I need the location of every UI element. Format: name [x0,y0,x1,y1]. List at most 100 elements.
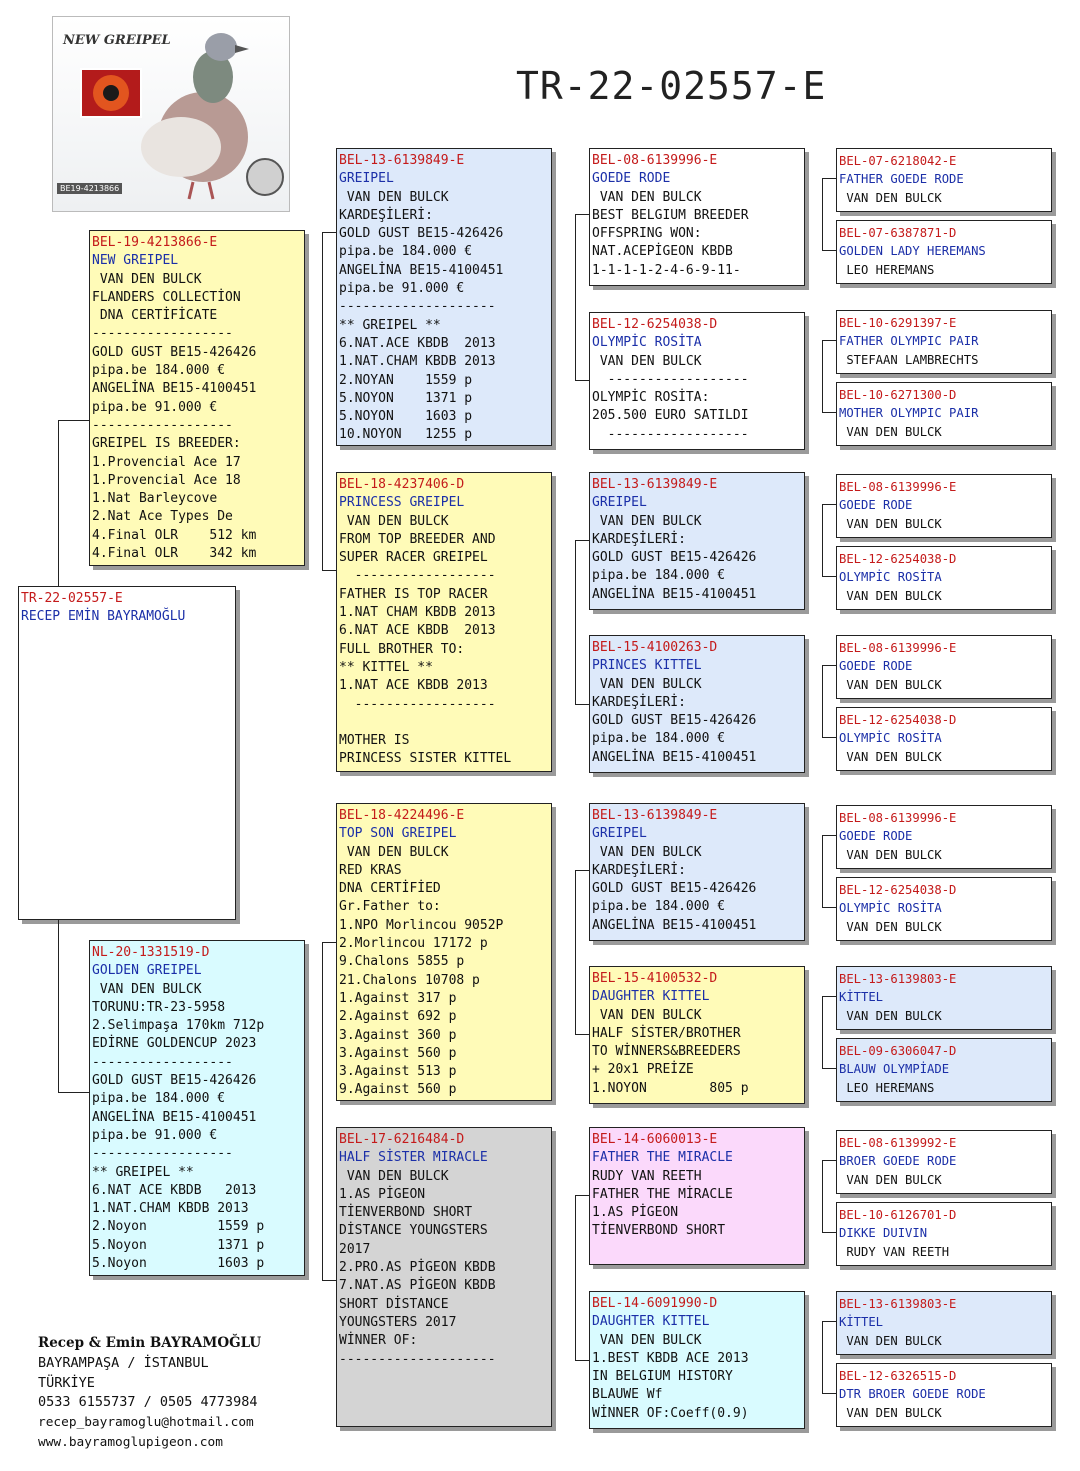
pedigree-line: 21.Chalons 10708 p [339,972,480,988]
pedigree-line: BEL-13-6139849-E [592,477,718,492]
pedigree-line: TR-22-02557-E [21,591,123,606]
pedigree-line: ------------------ [92,1054,233,1070]
pedigree-line: pipa.be 184.000 € [339,244,473,260]
pedigree-line: GOLD GUST BE15-426426 [92,344,257,360]
pedigree-line: BEL-12-6254038-D [839,552,957,566]
pedigree-line: BEL-13-6139803-E [839,1297,957,1311]
connector-line [822,996,823,1068]
pedigree-line: BEL-08-6139996-E [592,153,718,168]
connector-line [822,835,836,836]
connector-line [322,1280,336,1281]
pedigree-line: DTR BROER GOEDE RODE [839,1387,986,1402]
pedigree-line: 9.Against 560 p [339,1082,457,1098]
pedigree-line: ANGELİNA BE15-4100451 [339,262,504,278]
pedigree-line: 6.NAT ACE KBDB 2013 [92,1182,257,1198]
pedigree-line: VAN DEN BULCK [839,424,942,439]
pedigree-line: VAN DEN BULCK [839,919,942,934]
connector-line [575,870,589,871]
pedigree-line: KİTTEL [839,990,884,1005]
pedigree-line: BEL-14-6060013-E [592,1132,718,1147]
connector-line [575,540,589,541]
pedigree-line: GREIPEL [339,171,394,187]
connector-line [822,1232,836,1233]
connector-line [822,1321,823,1393]
pedigree-line: BEL-18-4224496-E [339,808,465,823]
pedigree-line: pipa.be 91.000 € [92,1127,218,1143]
connector-line [575,1360,589,1361]
pedigree-line: RECEP EMİN BAYRAMOĞLU [21,609,186,625]
pedigree-line: BEL-19-4213866-E [92,235,218,250]
pedigree-line: NL-20-1331519-D [92,945,210,960]
connector-line [822,996,836,997]
pedigree-line: ------------------ [339,568,496,584]
pedigree-line: GOEDE RODE [839,829,913,844]
pedigree-line: 4.Final OLR 342 km [92,546,257,562]
pedigree-line: VAN DEN BULCK [339,189,449,205]
pedigree-line: 1.Provencial Ace 18 [92,472,241,488]
pedigree-line: 6.NAT ACE KBDB 2013 [339,623,496,639]
pedigree-line: OLYMPİC ROSİTA [839,731,942,746]
pedigree-line: FATHER THE MİRACLE [592,1186,733,1202]
pedigree-line: 1.AS PİGEON [339,1186,426,1202]
pedigree-line: BEL-17-6216484-D [339,1132,465,1147]
connector-line [822,504,823,576]
owner-city: BAYRAMPAŞA / İSTANBUL [38,1354,209,1371]
connector-line [322,942,336,943]
connector-line [822,504,836,505]
pedigree-line: BEL-08-6139996-E [839,480,957,494]
pedigree-line: HALF SİSTER/BROTHER [592,1025,741,1041]
pedigree-line: NEW GREIPEL [92,253,179,269]
pedigree-line: 10.NOYON 1255 p [339,427,473,443]
pedigree-line: VAN DEN BULCK [92,271,202,287]
connector-line [322,570,336,571]
connector-line [575,704,589,705]
pedigree-line: 5.Noyon 1603 p [92,1256,265,1272]
pedigree-line: DNA CERTİFİCATE [92,308,218,324]
pedigree-line: VAN DEN BULCK [839,1172,942,1187]
pedigree-line: BEL-12-6254038-D [839,713,957,727]
pedigree-line: VAN DEN BULCK [839,749,942,764]
pedigree-line: TORUNU:TR-23-5958 [92,999,226,1015]
pedigree-line: ** GREIPEL ** [339,317,441,333]
pedigree-line: VAN DEN BULCK [92,981,202,997]
pedigree-line: 2.Selimpaşa 170km 712p [92,1018,265,1034]
pedigree-line: + 20x1 PREİZE [592,1062,694,1078]
pedigree-line: VAN DEN BULCK [839,1008,942,1023]
pedigree-line: RUDY VAN REETH [592,1168,702,1184]
connector-line [575,214,576,380]
pedigree-line: ------------------ [92,326,233,342]
pedigree-line: 1.BEST KBDB ACE 2013 [592,1350,749,1366]
connector-line [575,1195,589,1196]
pedigree-line: OLYMPİC ROSİTA: [592,390,710,406]
pedigree-line: KARDEŞİLERİ: [592,862,686,878]
pedigree-line: YOUNGSTERS 2017 [339,1314,457,1330]
pedigree-line: 1.Provencial Ace 17 [92,454,241,470]
pedigree-line: BEL-10-6126701-D [839,1208,957,1222]
pedigree-line: 3.Against 360 p [339,1027,457,1043]
pedigree-line: GREIPEL [592,495,647,511]
pedigree-line: ANGELİNA BE15-4100451 [92,1109,257,1125]
pedigree-line: BEL-14-6091990-D [592,1296,718,1311]
pedigree-line: 7.NAT.AS PİGEON KBDB [339,1278,496,1294]
pedigree-line: ANGELİNA BE15-4100451 [592,586,757,602]
owner-website[interactable]: www.bayramoglupigeon.com [38,1434,223,1450]
pedigree-line: TO WİNNERS&BREEDERS [592,1044,741,1060]
owner-email[interactable]: recep_bayramoglu@hotmail.com [38,1415,254,1431]
pedigree-line: HALF SİSTER MIRACLE [339,1150,488,1166]
pedigree-line: TİENVERBOND SHORT [592,1223,726,1239]
pedigree-line: GOLDEN GREIPEL [92,963,202,979]
pedigree-line: FATHER GOEDE RODE [839,172,964,187]
pedigree-line: FATHER OLYMPIC PAIR [839,334,979,349]
pedigree-line: KARDEŞİLERİ: [592,694,686,710]
pedigree-line: VAN DEN BULCK [839,1333,942,1348]
pedigree-line: VAN DEN BULCK [592,676,702,692]
